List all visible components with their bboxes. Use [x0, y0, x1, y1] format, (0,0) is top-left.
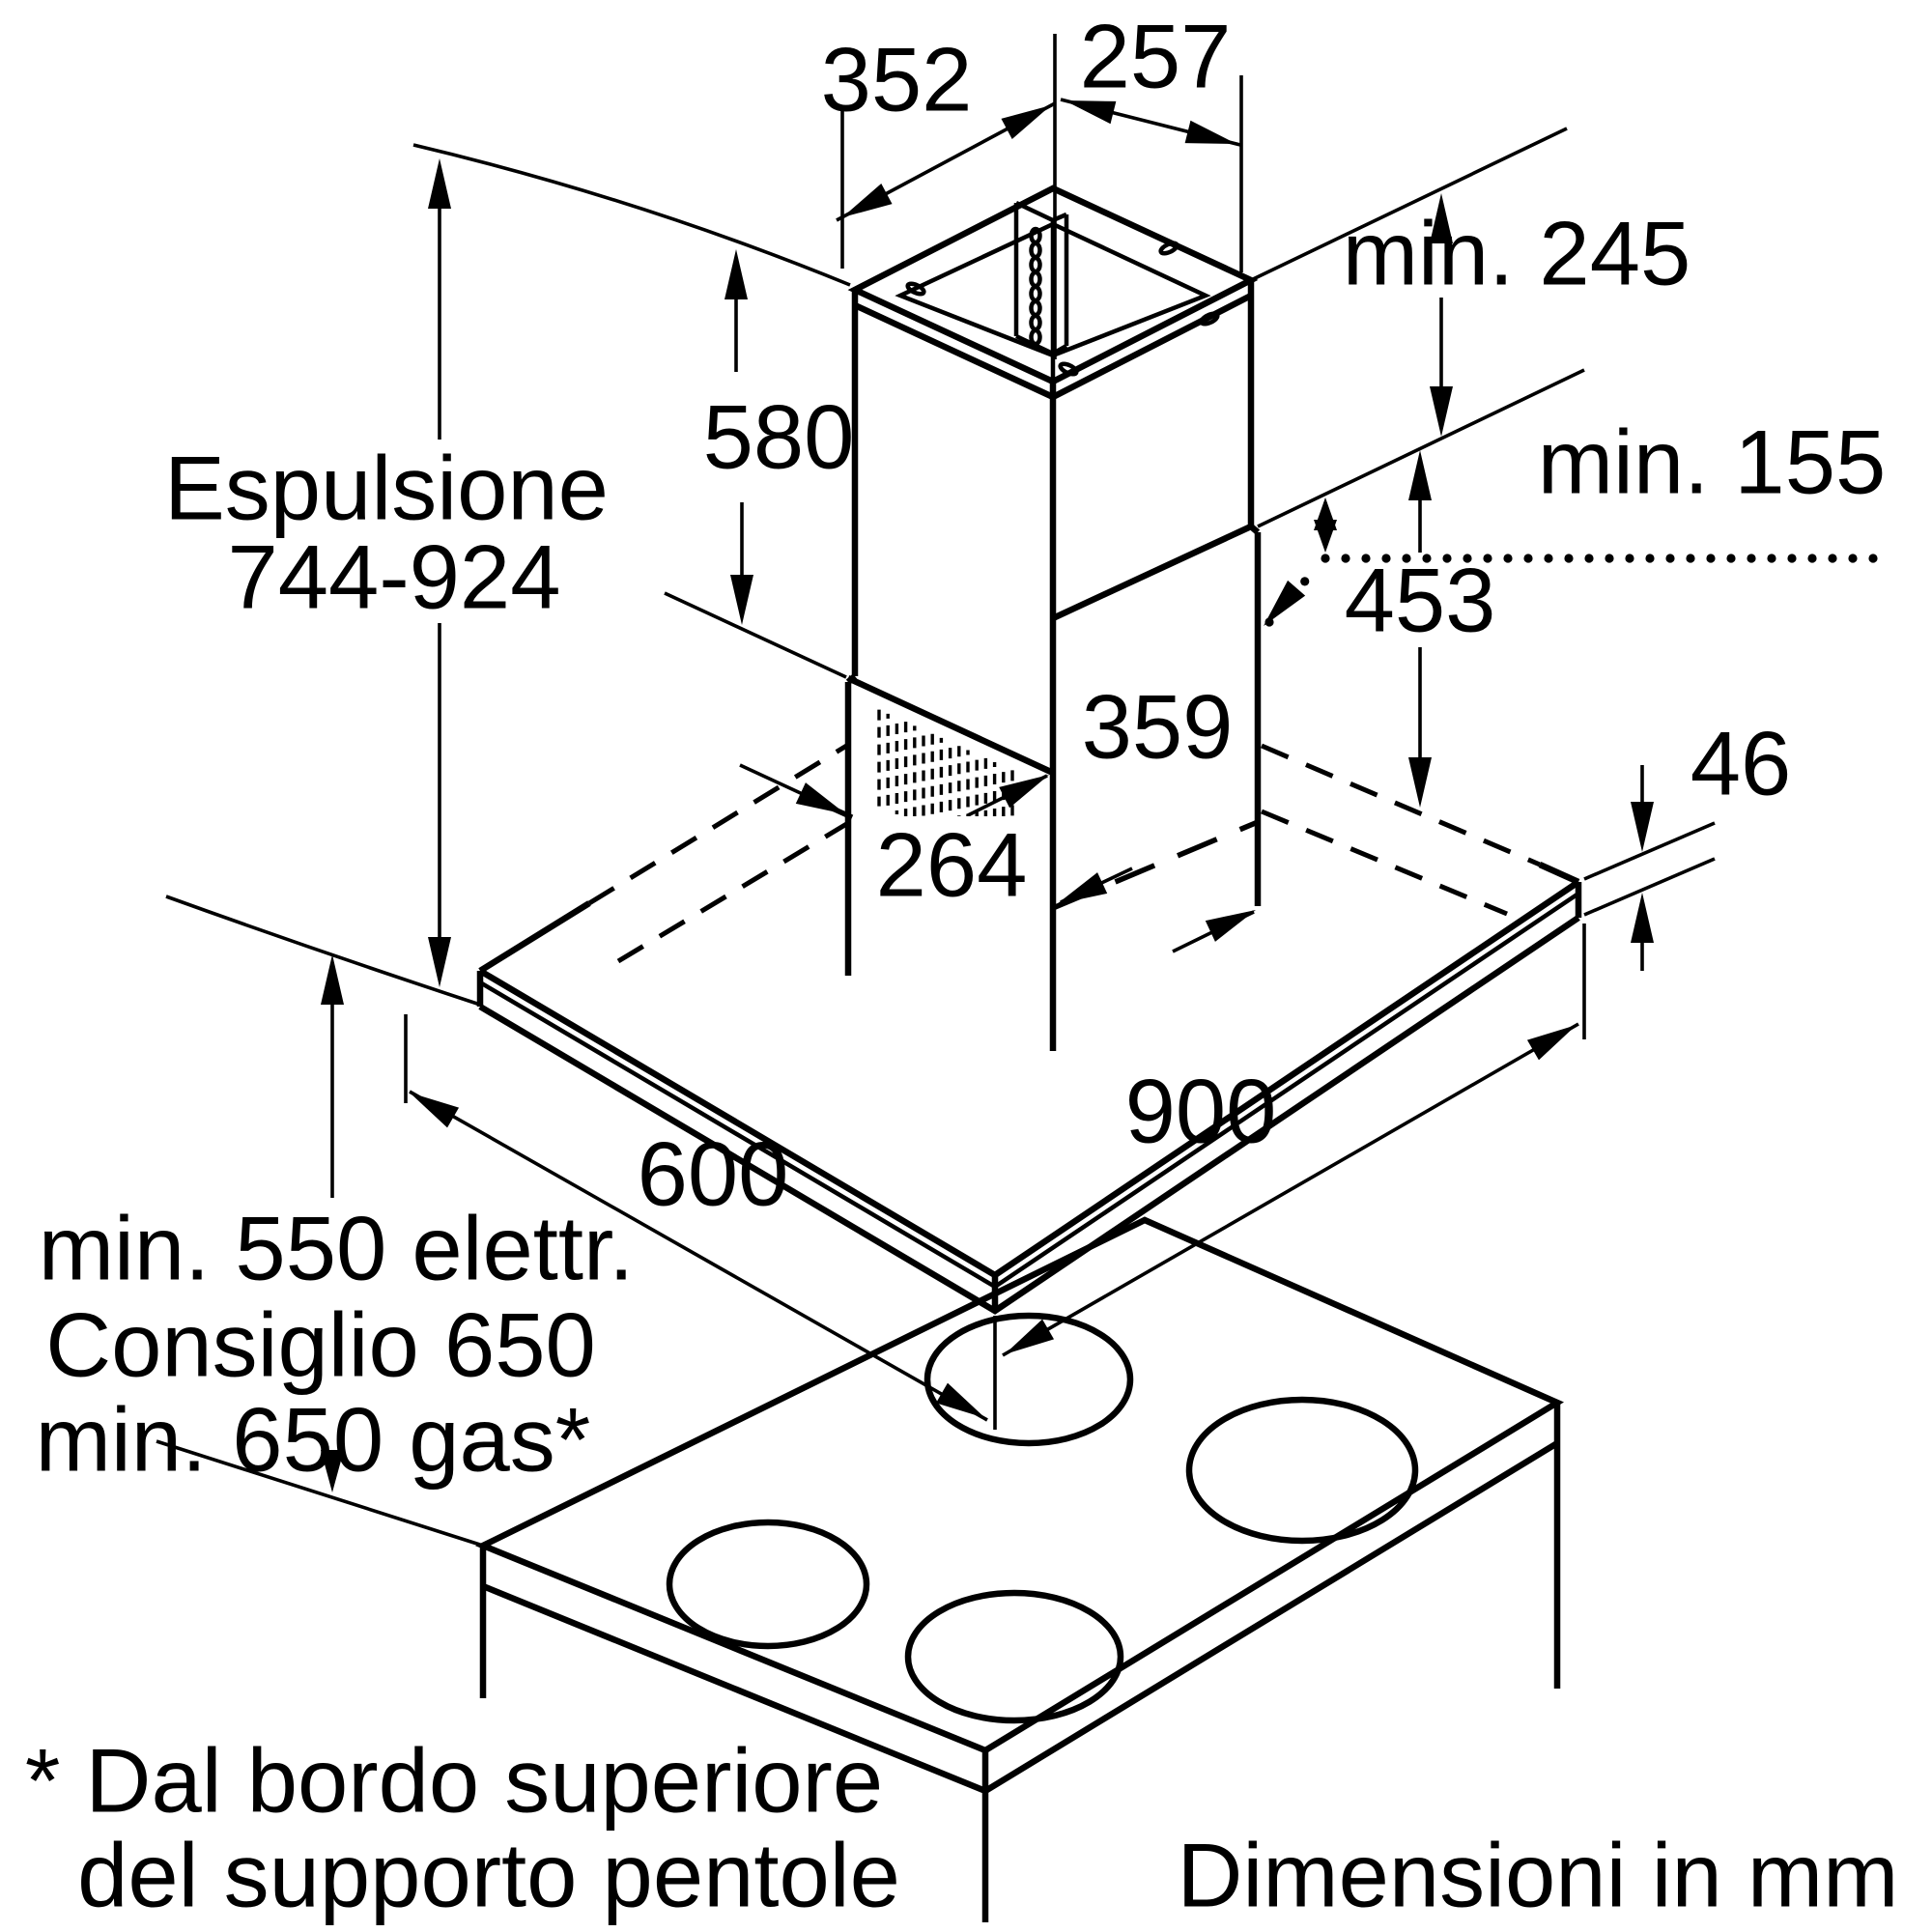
hidden-edges — [587, 742, 1541, 964]
label-clearance-gas: min. 650 gas* — [36, 1389, 591, 1491]
arrowhead — [1205, 910, 1256, 942]
rail-holes — [1029, 226, 1042, 347]
label-body-depth: 264 — [876, 814, 1028, 916]
hood-back-right-edge-visible — [1538, 862, 1580, 885]
label-min-top-clearance: min. 245 — [1343, 203, 1691, 304]
arrowhead — [724, 249, 748, 299]
label-canopy-width: 900 — [1125, 1061, 1277, 1162]
label-footnote-line1: * Dal bordo superiore — [25, 1730, 883, 1832]
seam-right-extension-line — [1257, 368, 1585, 528]
arrowhead — [1526, 1025, 1577, 1061]
rim-screw-slots — [905, 241, 1220, 377]
screw-slot — [1199, 311, 1220, 327]
arrowhead — [935, 1382, 985, 1418]
dim-900-line — [1002, 1022, 1579, 1357]
arrowhead — [730, 575, 753, 625]
hood-bottom-extension-line — [165, 895, 481, 1007]
arrowhead — [1314, 520, 1337, 553]
label-drop-height: 453 — [1345, 550, 1496, 651]
hood-canopy — [476, 862, 1582, 1315]
cooktop-extension-line — [156, 1439, 484, 1548]
arrowhead — [1631, 893, 1654, 943]
arrowhead — [1408, 757, 1432, 808]
rim-right-extension-line — [1250, 127, 1568, 282]
chimney-seam-left-face — [846, 675, 1055, 776]
chimney-seam-right-face — [1051, 524, 1253, 621]
burner-right — [1185, 1396, 1419, 1545]
hood-back-left-inner-hidden — [616, 820, 850, 964]
chimney-duct — [844, 185, 1262, 1051]
reference-lines — [156, 34, 1716, 1548]
hood-back-left-edge-visible — [478, 900, 591, 974]
mounting-rail — [1013, 200, 1069, 356]
arrowhead — [1264, 580, 1306, 626]
label-chimney-top-depth: 352 — [821, 29, 973, 130]
rail-bottom — [1015, 333, 1068, 356]
screw-slot — [1058, 361, 1079, 377]
dim-600-line — [409, 1090, 988, 1422]
label-min-side-clearance: min. 155 — [1538, 412, 1887, 513]
arrowhead — [410, 1093, 460, 1128]
hood-back-right-edge-hidden — [1261, 743, 1541, 867]
arrowhead — [1057, 872, 1108, 904]
burner-left — [666, 1519, 870, 1650]
label-chimney-height: 580 — [703, 386, 855, 488]
tick-46-top — [1583, 821, 1716, 881]
arrowhead — [321, 954, 344, 1005]
label-canopy-thickness: 46 — [1690, 713, 1792, 814]
arrowhead — [1408, 450, 1432, 500]
arrowhead — [1065, 100, 1117, 125]
hood-back-left-edge-hidden — [587, 742, 850, 906]
label-chimney-top-width: 257 — [1080, 6, 1232, 107]
arrowhead — [1430, 386, 1453, 437]
tick-46-bottom — [1583, 857, 1716, 917]
label-backing — [858, 816, 1045, 913]
arrowhead — [1001, 105, 1051, 140]
arrowhead — [795, 782, 846, 814]
label-body-width: 359 — [1082, 676, 1234, 778]
hood-mid-front-edges — [478, 892, 1580, 1290]
arrowhead — [842, 183, 893, 217]
screw-slot — [905, 281, 926, 297]
labels: 352 257 min. 245 min. 155 580 Espulsione… — [25, 6, 1899, 1926]
arrowhead — [1184, 120, 1236, 144]
burner-back — [923, 1312, 1134, 1447]
hood-back-right-inner-hidden — [1261, 809, 1508, 917]
label-units-note: Dimensioni in mm — [1178, 1825, 1899, 1926]
label-clearance-recommended: Consiglio 650 — [45, 1294, 596, 1396]
chimney-right-step — [1248, 524, 1261, 535]
dimension-arrowheads — [321, 100, 1654, 1492]
chimney-top-extension-line — [412, 143, 851, 287]
cooktop-top-face — [475, 1216, 1565, 1754]
label-canopy-depth: 600 — [638, 1123, 789, 1225]
burner-front — [904, 1589, 1124, 1724]
label-footnote-line2: del supporto pentole — [77, 1825, 900, 1926]
arrowhead — [321, 1450, 344, 1492]
cooktop — [475, 1216, 1565, 1922]
label-exhaust-range: 744-924 — [228, 526, 561, 628]
arrowhead — [1430, 193, 1453, 243]
arrowhead — [1631, 802, 1654, 852]
label-exhaust-title: Espulsione — [164, 438, 609, 539]
rail-top — [1015, 200, 1067, 223]
label-clearance-electric: min. 550 elettr. — [39, 1198, 635, 1299]
seam-left-extension-line — [664, 591, 847, 679]
screw-slot — [1158, 241, 1179, 256]
arrowhead — [1005, 1319, 1055, 1354]
arrowhead — [999, 775, 1049, 809]
arrowhead — [428, 937, 451, 987]
arrowhead — [428, 158, 451, 209]
